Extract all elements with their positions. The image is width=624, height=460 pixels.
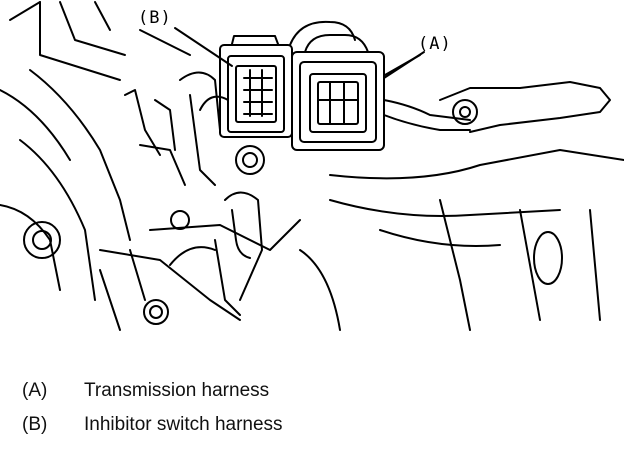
- legend-text: Transmission harness: [84, 380, 270, 401]
- transmission-connector-illustration: [0, 1, 624, 331]
- callout-label-b: (B): [138, 8, 172, 28]
- legend-key: (A): [22, 380, 48, 401]
- legend-key: (B): [22, 414, 48, 435]
- legend-item-b: (B) Inhibitor switch harness: [22, 414, 283, 436]
- legend-text: Inhibitor switch harness: [84, 414, 283, 435]
- legend-item-a: (A) Transmission harness: [22, 380, 269, 402]
- callout-label-a: (A): [418, 34, 452, 54]
